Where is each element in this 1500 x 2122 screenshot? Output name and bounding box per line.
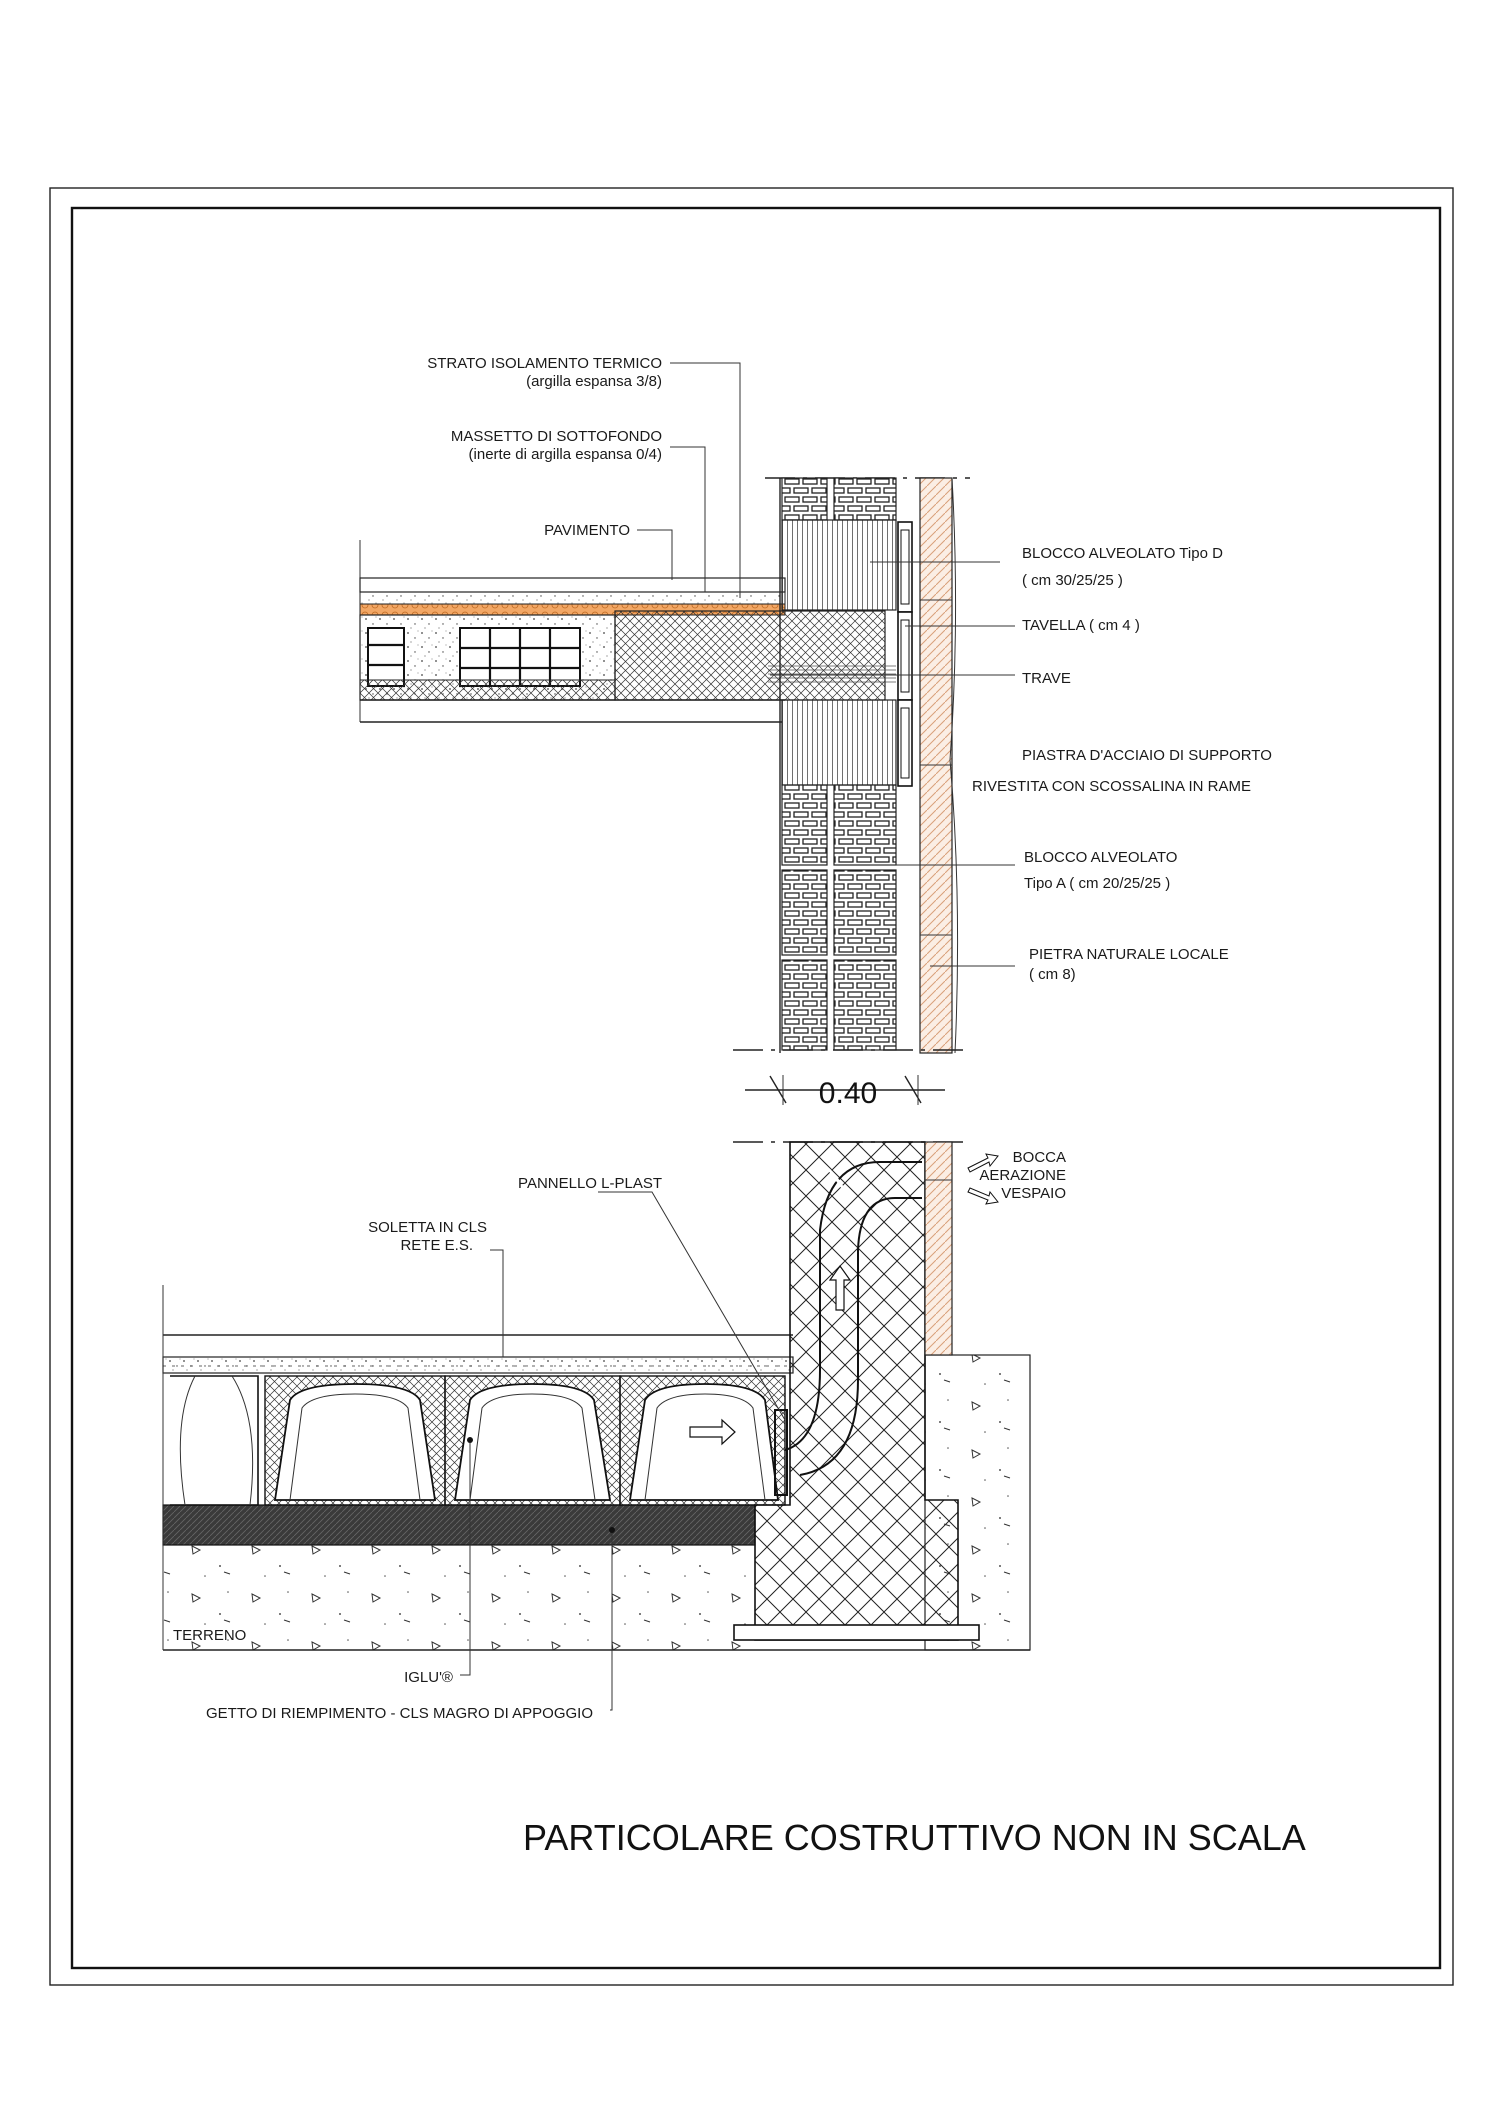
leader-pavimento xyxy=(637,529,673,580)
drawing-title: PARTICOLARE COSTRUTTIVO NON IN SCALA xyxy=(523,1817,1306,1858)
dimension-line xyxy=(745,1075,945,1105)
label-getto: GETTO DI RIEMPIMENTO - CLS MAGRO DI APPO… xyxy=(206,1705,593,1722)
lower-section xyxy=(162,1141,1031,1711)
fondazione-plinth xyxy=(733,1624,980,1641)
leader-pannello xyxy=(598,1191,786,1421)
label-pietra: PIETRA NATURALE LOCALE xyxy=(1029,946,1229,963)
label-blocco-d-sub: ( cm 30/25/25 ) xyxy=(1022,572,1123,589)
label-strato-isolamento-sub: (argilla espansa 3/8) xyxy=(526,373,662,390)
label-piastra: PIASTRA D'ACCIAIO DI SUPPORTO xyxy=(1022,747,1272,764)
label-terreno: TERRENO xyxy=(173,1627,246,1644)
iglu-modules xyxy=(170,1375,786,1506)
massetto-layer xyxy=(359,591,786,605)
leader-strato xyxy=(670,362,741,598)
blocco-d-body xyxy=(781,519,897,611)
label-massetto: MASSETTO DI SOTTOFONDO xyxy=(451,428,662,445)
label-pavimento: PAVIMENTO xyxy=(544,522,630,539)
pavimento-layer xyxy=(359,577,786,593)
trave-beam xyxy=(614,610,886,701)
label-rete: RETE E.S. xyxy=(400,1237,473,1254)
pietra-lower xyxy=(924,1141,953,1356)
label-trave: TRAVE xyxy=(1022,670,1071,687)
solaio-hollow-blocks xyxy=(367,627,581,687)
pannello-l-plast xyxy=(774,1409,788,1496)
label-massetto-sub: (inerte di argilla espansa 0/4) xyxy=(469,446,662,463)
label-tavella: TAVELLA ( cm 4 ) xyxy=(1022,617,1140,634)
label-blocco-a-sub: Tipo A ( cm 20/25/25 ) xyxy=(1024,875,1170,892)
soletta-layer xyxy=(162,1356,794,1374)
ventilation-pipe-outer xyxy=(784,1161,922,1451)
leader-iglu xyxy=(460,1440,471,1676)
leader-getto xyxy=(610,1530,613,1711)
label-bocca-2: AERAZIONE xyxy=(979,1167,1066,1184)
label-iglu: IGLU'® xyxy=(404,1669,453,1686)
label-blocco-d: BLOCCO ALVEOLATO Tipo D xyxy=(1022,545,1223,562)
vent-arrow-up xyxy=(967,1153,999,1173)
terreno-fill xyxy=(163,1545,755,1650)
tavella-column xyxy=(897,521,913,787)
blocco-a-wall xyxy=(781,784,897,1051)
solaio-bottom-strip xyxy=(359,679,616,701)
leader-soletta xyxy=(490,1249,504,1357)
blocco-d-lower-body xyxy=(781,699,897,786)
label-strato-isolamento: STRATO ISOLAMENTO TERMICO xyxy=(427,355,662,372)
upper-section xyxy=(359,362,1015,1054)
leader-massetto xyxy=(670,446,706,592)
blocco-d-top-left xyxy=(781,477,828,521)
dimension-value: 0.40 xyxy=(819,1077,877,1110)
label-blocco-a: BLOCCO ALVEOLATO xyxy=(1024,849,1177,866)
label-pannello: PANNELLO L-PLAST xyxy=(518,1175,662,1192)
label-bocca-1: BOCCA xyxy=(1013,1149,1066,1166)
label-piastra-sub: RIVESTITA CON SCOSSALINA IN RAME xyxy=(972,778,1251,795)
label-bocca-3: VESPAIO xyxy=(1001,1185,1066,1202)
outer-frame xyxy=(49,187,1454,1986)
vent-arrow-down xyxy=(967,1187,999,1205)
inner-frame xyxy=(70,206,1442,1970)
label-pietra-sub: ( cm 8) xyxy=(1029,966,1076,983)
pipe-flow-arrow xyxy=(828,1264,852,1311)
getto-magro-layer xyxy=(162,1504,756,1546)
blocco-d-top-right xyxy=(833,477,897,521)
label-soletta: SOLETTA IN CLS xyxy=(368,1219,487,1236)
ventilation-pipe-inner xyxy=(799,1197,922,1476)
air-flow-arrow xyxy=(689,1418,736,1446)
